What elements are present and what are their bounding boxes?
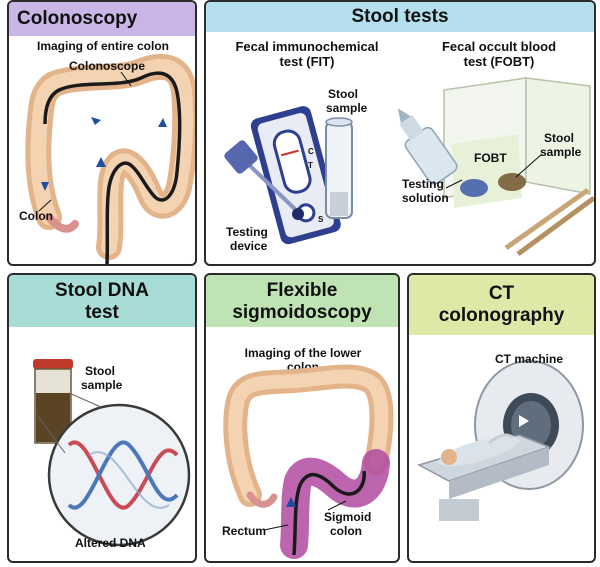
dna-stool-label-1: Stool bbox=[85, 364, 115, 378]
fit-device-label-1: Testing bbox=[226, 225, 268, 239]
fobt-stool-label-1: Stool bbox=[544, 131, 574, 145]
stool-dna-panel: Stool DNA test Stool sample Altered DNA bbox=[7, 273, 197, 563]
sigmoidoscopy-header bbox=[206, 275, 398, 327]
stool-tests-panel: Stool tests Fecal immunochemical test (F… bbox=[204, 0, 596, 266]
colonoscope-label: Colonoscope bbox=[69, 59, 146, 73]
fit-letter-c: C bbox=[308, 147, 314, 156]
fobt-solution-label-2: solution bbox=[402, 191, 449, 205]
dna-magnified-view bbox=[47, 403, 191, 547]
ct-title-line1: CT bbox=[488, 283, 515, 304]
sigmoid-label-2: colon bbox=[330, 524, 362, 538]
dna-stool-label-2: sample bbox=[81, 378, 123, 392]
fobt-title-line1: Fecal occult blood bbox=[441, 39, 557, 54]
ct-machine-label: CT machine bbox=[495, 352, 564, 366]
colonoscopy-subtitle: Imaging of entire colon bbox=[36, 39, 169, 53]
fit-title-line2: test (FIT) bbox=[279, 54, 335, 69]
colonoscopy-header bbox=[9, 2, 195, 36]
fobt-solution-label-1: Testing bbox=[402, 177, 444, 191]
ct-illustration bbox=[417, 360, 584, 521]
sigmoidoscopy-panel: Flexible sigmoidoscopy Imaging of the lo… bbox=[204, 273, 400, 563]
stool-dna-illustration bbox=[33, 359, 191, 547]
colonoscope-tube bbox=[43, 71, 182, 264]
fobt-card-text: FOBT bbox=[474, 151, 507, 165]
sigmoidoscopy-title-line2: sigmoidoscopy bbox=[232, 302, 372, 323]
ct-colonography-panel: CT colonography CT machine bbox=[407, 273, 596, 563]
ct-header bbox=[409, 275, 594, 335]
stool-dna-title-line1: Stool DNA bbox=[55, 280, 149, 301]
sigmoidoscopy-title-line1: Flexible bbox=[266, 280, 338, 301]
fit-stool-label-2: sample bbox=[326, 101, 368, 115]
rectum-label: Rectum bbox=[222, 524, 267, 538]
colon-illustration bbox=[25, 53, 195, 264]
sigmoidoscopy-subtitle-line1: Imaging of the lower bbox=[244, 346, 362, 360]
colonoscopy-panel: Colonoscopy Imaging of entire colon Colo… bbox=[7, 0, 197, 266]
fobt-title-line2: test (FOBT) bbox=[463, 54, 535, 69]
fit-letter-s: S bbox=[318, 215, 324, 224]
fit-stool-label-1: Stool bbox=[328, 87, 358, 101]
sigmoid-illustration bbox=[223, 364, 394, 559]
testing-solution-bottle bbox=[397, 108, 458, 185]
colon-label: Colon bbox=[19, 209, 53, 223]
colonoscopy-title: Colonoscopy bbox=[17, 8, 138, 29]
altered-dna-label: Altered DNA bbox=[75, 536, 146, 550]
stool-tests-header bbox=[206, 2, 594, 32]
stool-dna-header bbox=[9, 275, 195, 327]
fit-device-label-2: device bbox=[230, 239, 268, 253]
fit-letter-t: T bbox=[308, 161, 313, 170]
sigmoid-label-1: Sigmoid bbox=[324, 510, 372, 524]
fit-device bbox=[250, 106, 341, 245]
fobt-stool-label-2: sample bbox=[540, 145, 582, 159]
stool-tests-title: Stool tests bbox=[351, 6, 449, 27]
stool-dna-title-line2: test bbox=[85, 302, 119, 323]
ct-title-line2: colonography bbox=[438, 305, 565, 326]
fit-title-line1: Fecal immunochemical bbox=[235, 39, 379, 54]
stool-tests-illustration: C T S bbox=[224, 77, 594, 257]
